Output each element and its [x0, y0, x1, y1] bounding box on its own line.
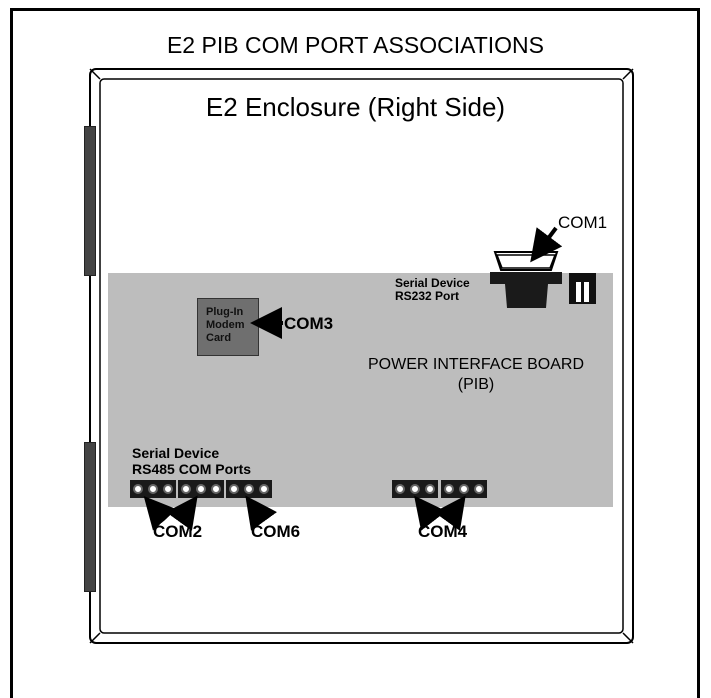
terminal-block-com4b	[441, 480, 487, 498]
hinge-bottom	[84, 442, 96, 592]
jumper-connector	[569, 273, 596, 304]
modem-label-2: Modem	[206, 319, 245, 331]
rs232-label-1: Serial Device	[395, 276, 470, 290]
rs485-label-1: Serial Device	[132, 445, 220, 461]
label-com6: COM6	[251, 522, 301, 541]
label-com1: COM1	[558, 213, 608, 232]
rs485-label: Serial Device RS485 COM Ports	[132, 445, 251, 477]
enclosure-label: E2 Enclosure (Right Side)	[205, 92, 506, 122]
db9-connector	[490, 251, 562, 308]
arrow-com4-a	[414, 495, 447, 531]
enclosure-inner	[99, 78, 624, 634]
terminal-block-com2b	[178, 480, 224, 498]
rs485-label-2: RS485 COM Ports	[132, 461, 252, 477]
figure-frame	[10, 8, 700, 698]
modem-label-1: Plug-In	[206, 306, 244, 318]
arrow-com6	[245, 495, 278, 531]
terminal-block-com4a	[392, 480, 438, 498]
rs232-label: Serial Device RS232 Port	[395, 277, 470, 303]
pib-label: POWER INTERFACE BOARD (PIB)	[338, 355, 614, 395]
label-com3: COM3	[284, 314, 334, 333]
figure-title: E2 PIB COM PORT ASSOCIATIONS	[166, 32, 545, 58]
enclosure-outer	[89, 68, 634, 644]
arrow-com1	[530, 226, 563, 263]
terminal-block-com6	[226, 480, 272, 498]
power-interface-board	[108, 273, 613, 507]
label-com4: COM4	[418, 522, 468, 541]
label-com2: COM2	[153, 522, 203, 541]
arrow-com2-b	[165, 495, 198, 531]
rs232-label-2: RS232 Port	[395, 289, 460, 303]
arrow-com2-a	[143, 496, 177, 531]
modem-label-3: Card	[206, 332, 232, 344]
arrow-com4-b	[433, 495, 466, 531]
pib-label-2: (PIB)	[457, 376, 495, 393]
pib-label-1: POWER INTERFACE BOARD	[367, 356, 585, 373]
terminal-block-com2	[130, 480, 176, 498]
hinge-top	[84, 126, 96, 276]
